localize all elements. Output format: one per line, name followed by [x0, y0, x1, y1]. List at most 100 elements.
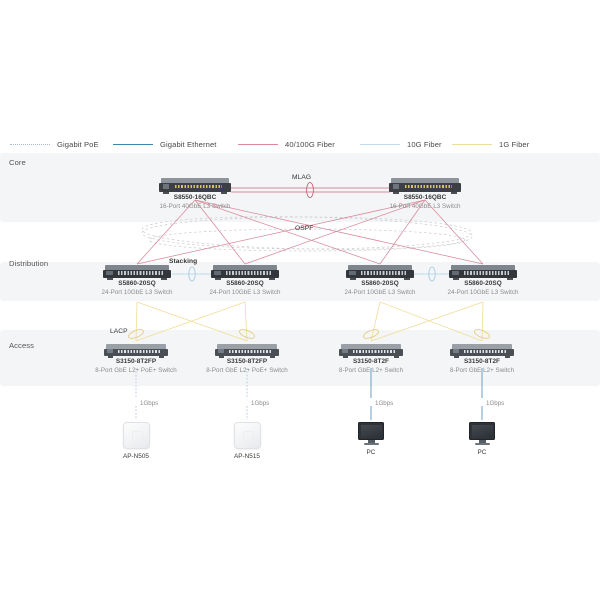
legend-10g-fiber: 10G Fiber	[360, 136, 442, 152]
switch-chassis-icon	[450, 344, 514, 358]
legend-40-100g-fiber-label: 40/100G Fiber	[285, 139, 335, 149]
device-description-label: 24-Port 10GbE L3 Switch	[101, 288, 173, 296]
legend-gigabit-poe-label: Gigabit PoE	[57, 139, 99, 149]
device-model-label: S5860-20SQ	[361, 280, 399, 287]
chassis-console-panel	[106, 270, 113, 276]
chassis-port-row	[353, 349, 396, 353]
zone-band-access	[0, 330, 600, 386]
chassis-foot	[270, 355, 276, 358]
lacp-label: LACP	[110, 328, 128, 335]
pc-monitor-icon	[469, 422, 495, 445]
device-description-label: 16-Port 40GbE L3 Switch	[159, 202, 231, 210]
legend-gigabit-poe-swatch	[10, 143, 50, 145]
device-description-label: 24-Port 10GbE L3 Switch	[344, 288, 416, 296]
chassis-port-row	[225, 271, 271, 275]
zone-label-distribution: Distribution	[9, 259, 49, 268]
chassis-top	[216, 344, 278, 350]
legend-gigabit-ethernet: Gigabit Ethernet	[113, 136, 216, 152]
chassis-console-panel	[218, 349, 224, 354]
device-model-label: S3150-8T2FP	[226, 358, 268, 365]
chassis-foot	[159, 355, 165, 358]
endpoint-name-label: PC	[477, 449, 487, 456]
device-model-label: S3150-8T2F	[463, 358, 501, 365]
endpoint-name-label: PC	[366, 449, 376, 456]
legend-10g-fiber-swatch	[360, 143, 400, 145]
chassis-console-panel	[452, 270, 459, 276]
device-model-label: S5860-20SQ	[464, 280, 502, 287]
pc-stand-base	[363, 443, 379, 445]
legend-40-100g-fiber: 40/100G Fiber	[238, 136, 335, 152]
link-speed-label: 1Gbps	[251, 400, 270, 407]
device-description-label: 16-Port 40GbE L3 Switch	[389, 202, 461, 210]
device-description-label: 8-Port GbE L2+ Switch	[338, 366, 404, 374]
device-model-label: S3150-8T2F	[352, 358, 390, 365]
chassis-port-row	[229, 349, 272, 353]
chassis-foot	[161, 277, 167, 280]
access-point-icon	[233, 422, 261, 449]
device-description-label: 24-Port 10GbE L3 Switch	[209, 288, 281, 296]
pc-node[interactable]: PC	[437, 422, 527, 458]
access-point-node[interactable]: AP-N515	[202, 422, 292, 462]
chassis-foot	[218, 355, 224, 358]
chassis-console-panel	[162, 184, 170, 189]
link-speed-label: 1Gbps	[140, 400, 159, 407]
switch-chassis-icon	[339, 344, 403, 358]
legend-gigabit-ethernet-swatch	[113, 143, 153, 145]
device-model-label: S5860-20SQ	[118, 280, 156, 287]
chassis-foot	[404, 277, 410, 280]
link-speed-label: 1Gbps	[486, 400, 505, 407]
endpoint-name-label: AP-N505	[123, 453, 149, 460]
chassis-foot	[163, 191, 170, 194]
chassis-port-row	[174, 184, 223, 189]
zone-label-access: Access	[9, 341, 35, 350]
chassis-foot	[507, 277, 513, 280]
chassis-foot	[505, 355, 511, 358]
legend-gigabit-poe: Gigabit PoE	[10, 136, 99, 152]
pc-stand-neck	[478, 440, 486, 443]
chassis-console-panel	[349, 270, 356, 276]
chassis-port-row	[360, 271, 406, 275]
chassis-foot	[394, 355, 400, 358]
chassis-port-row	[118, 349, 161, 353]
chassis-port-row	[117, 271, 163, 275]
endpoint-name-label: AP-N515	[234, 453, 260, 460]
chassis-console-panel	[453, 349, 459, 354]
chassis-port-row	[464, 349, 507, 353]
pc-node[interactable]: PC	[326, 422, 416, 458]
ospf-label: OSPF	[295, 225, 314, 232]
switch-chassis-icon	[215, 344, 279, 358]
chassis-foot	[220, 191, 227, 194]
device-model-label: S5860-20SQ	[226, 280, 264, 287]
legend-gigabit-ethernet-label: Gigabit Ethernet	[160, 139, 217, 149]
chassis-top	[340, 344, 402, 350]
legend-1g-fiber-swatch	[452, 143, 492, 145]
pc-stand-base	[474, 443, 490, 445]
access-point-icon	[122, 422, 150, 449]
switch-chassis-icon	[104, 344, 168, 358]
chassis-foot	[350, 277, 356, 280]
chassis-foot	[453, 277, 459, 280]
zone-label-core: Core	[9, 158, 26, 167]
chassis-port-row	[463, 271, 509, 275]
device-description-label: 8-Port GbE L2+ Switch	[449, 366, 515, 374]
access-point-node[interactable]: AP-N505	[91, 422, 181, 462]
chassis-top	[348, 265, 412, 271]
device-description-label: 8-Port GbE L2+ PoE+ Switch	[95, 366, 177, 374]
legend-1g-fiber: 1G Fiber	[452, 136, 529, 152]
switch-chassis-icon	[389, 178, 461, 194]
chassis-top	[451, 344, 513, 350]
switch-chassis-icon	[103, 265, 171, 280]
chassis-top	[451, 265, 515, 271]
device-description-label: 24-Port 10GbE L3 Switch	[447, 288, 519, 296]
